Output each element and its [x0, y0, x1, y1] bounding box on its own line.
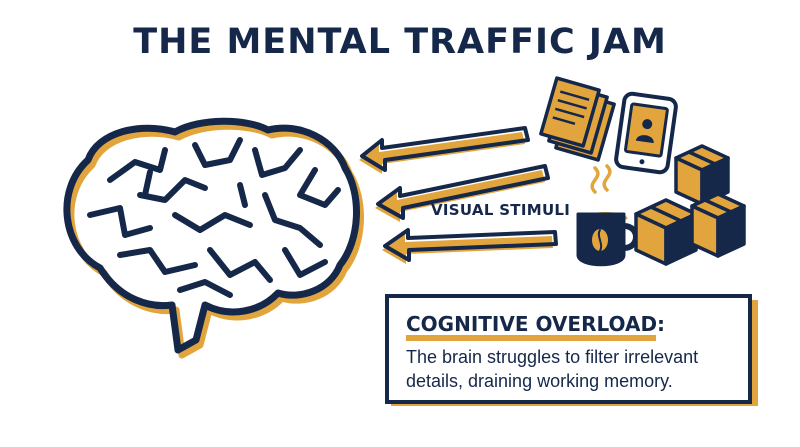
callout-heading-underline — [406, 335, 656, 341]
brain-icon — [63, 117, 364, 359]
coffee-mug-icon — [576, 164, 639, 267]
callout-heading: COGNITIVE OVERLOAD: — [406, 312, 666, 336]
arrow-icon — [382, 228, 558, 264]
page-title: THE MENTAL TRAFFIC JAM — [133, 22, 667, 62]
phone-icon — [614, 91, 678, 175]
cognitive-overload-callout: COGNITIVE OVERLOAD: The brain struggles … — [385, 294, 752, 404]
visual-stimuli-label: VISUAL STIMULI — [431, 201, 571, 219]
boxes-icon — [634, 144, 746, 266]
callout-body: The brain struggles to filter irrelevant… — [406, 347, 699, 391]
arrow-icon — [359, 126, 530, 174]
documents-icon — [539, 76, 616, 162]
arrow-icon — [375, 164, 550, 222]
